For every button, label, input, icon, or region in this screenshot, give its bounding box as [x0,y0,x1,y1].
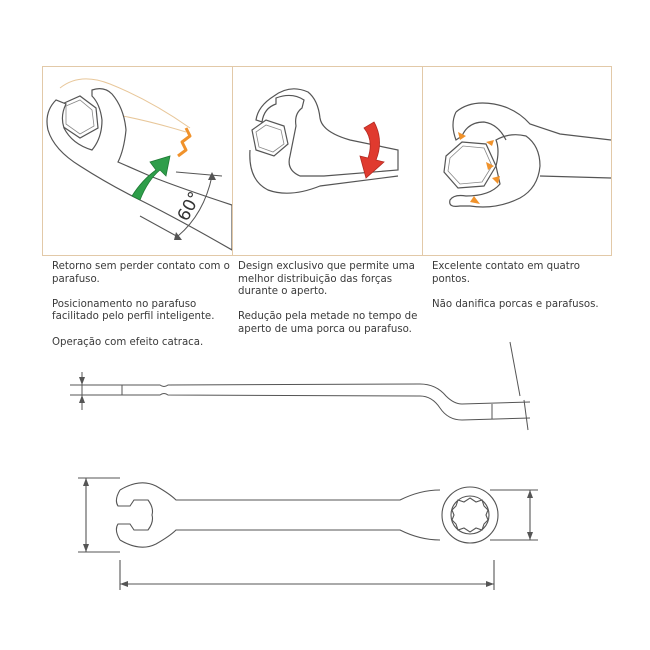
green-rotation-arrow [131,155,171,201]
caption-design: Design exclusivo que permite uma melhor … [238,261,415,298]
panel-3-caption: Excelente contato em quatro pontos. Não … [432,261,608,324]
angle-line-a [175,171,223,177]
panel-divider-2 [422,66,423,256]
caption-contact: Excelente contato em quatro pontos. [432,261,580,285]
ghost-wrench-outline [59,78,191,129]
open-end-jaw [115,489,154,541]
wrench-body-bottom-edge [119,529,441,548]
contact-point-arrows [458,132,500,204]
angle-line-b [139,215,181,239]
wrench-head [46,88,232,251]
caption-positioning: Posicionamento no parafuso facilitado pe… [52,298,215,323]
wrench-upper-edge [455,102,611,141]
wrench-lower-edge [539,175,611,179]
panel-2-illustration [249,88,399,194]
red-rotation-arrow [359,121,385,179]
panel-divider-1 [232,66,233,256]
wrench-body-top-edge [119,482,441,501]
caption-no-damage: Não danifica porcas e parafusos. [432,298,599,310]
ring-end-inner [450,495,490,535]
ring-twelve-point [451,497,489,533]
ghost-jaw-mark [177,127,192,158]
angle-arc [177,175,213,237]
wrench-lower-edge [249,149,399,194]
wrench-top-view [78,477,538,590]
panel-1-illustration [46,78,232,251]
feature-panels-frame [42,66,612,256]
ring-end-outer [441,486,499,544]
wrench-head [255,88,399,177]
panel-1-caption: Retorno sem perder contato com o parafus… [52,261,230,362]
caption-ratchet: Operação com efeito catraca. [52,336,204,348]
panel-3-illustration [443,102,611,208]
caption-return: Retorno sem perder contato com o parafus… [52,261,230,285]
caption-time: Redução pela metade no tempo de aperto d… [238,311,418,335]
hex-nut [443,141,497,189]
panel-2-caption: Design exclusivo que permite uma melhor … [238,261,420,349]
wrench-jaw [449,134,541,208]
